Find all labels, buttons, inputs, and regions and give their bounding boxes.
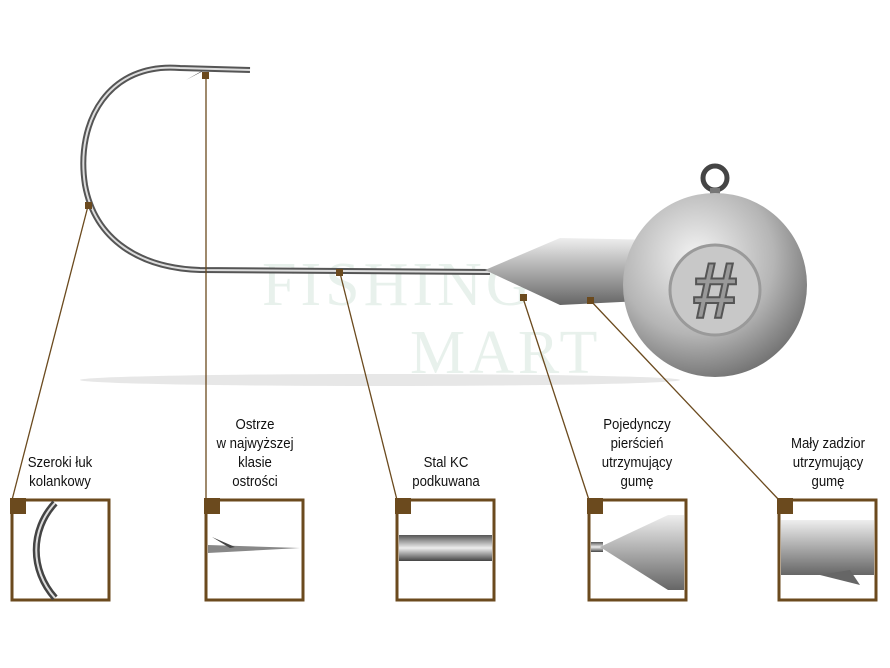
hook-barb bbox=[186, 70, 205, 80]
detail-box-bend bbox=[10, 498, 111, 602]
line-tie-eye bbox=[700, 163, 730, 193]
detail-box-point bbox=[204, 498, 305, 602]
hook-wire bbox=[80, 64, 491, 275]
collar-cone bbox=[485, 238, 660, 305]
watermark-line1: FISHING bbox=[262, 251, 535, 319]
detail-box-steel bbox=[395, 498, 496, 602]
detail-boxes bbox=[10, 498, 878, 602]
detail-box-barb bbox=[777, 498, 878, 602]
hash-logo: # bbox=[693, 246, 738, 335]
detail-box-ring bbox=[587, 498, 688, 602]
shadow bbox=[80, 374, 680, 386]
